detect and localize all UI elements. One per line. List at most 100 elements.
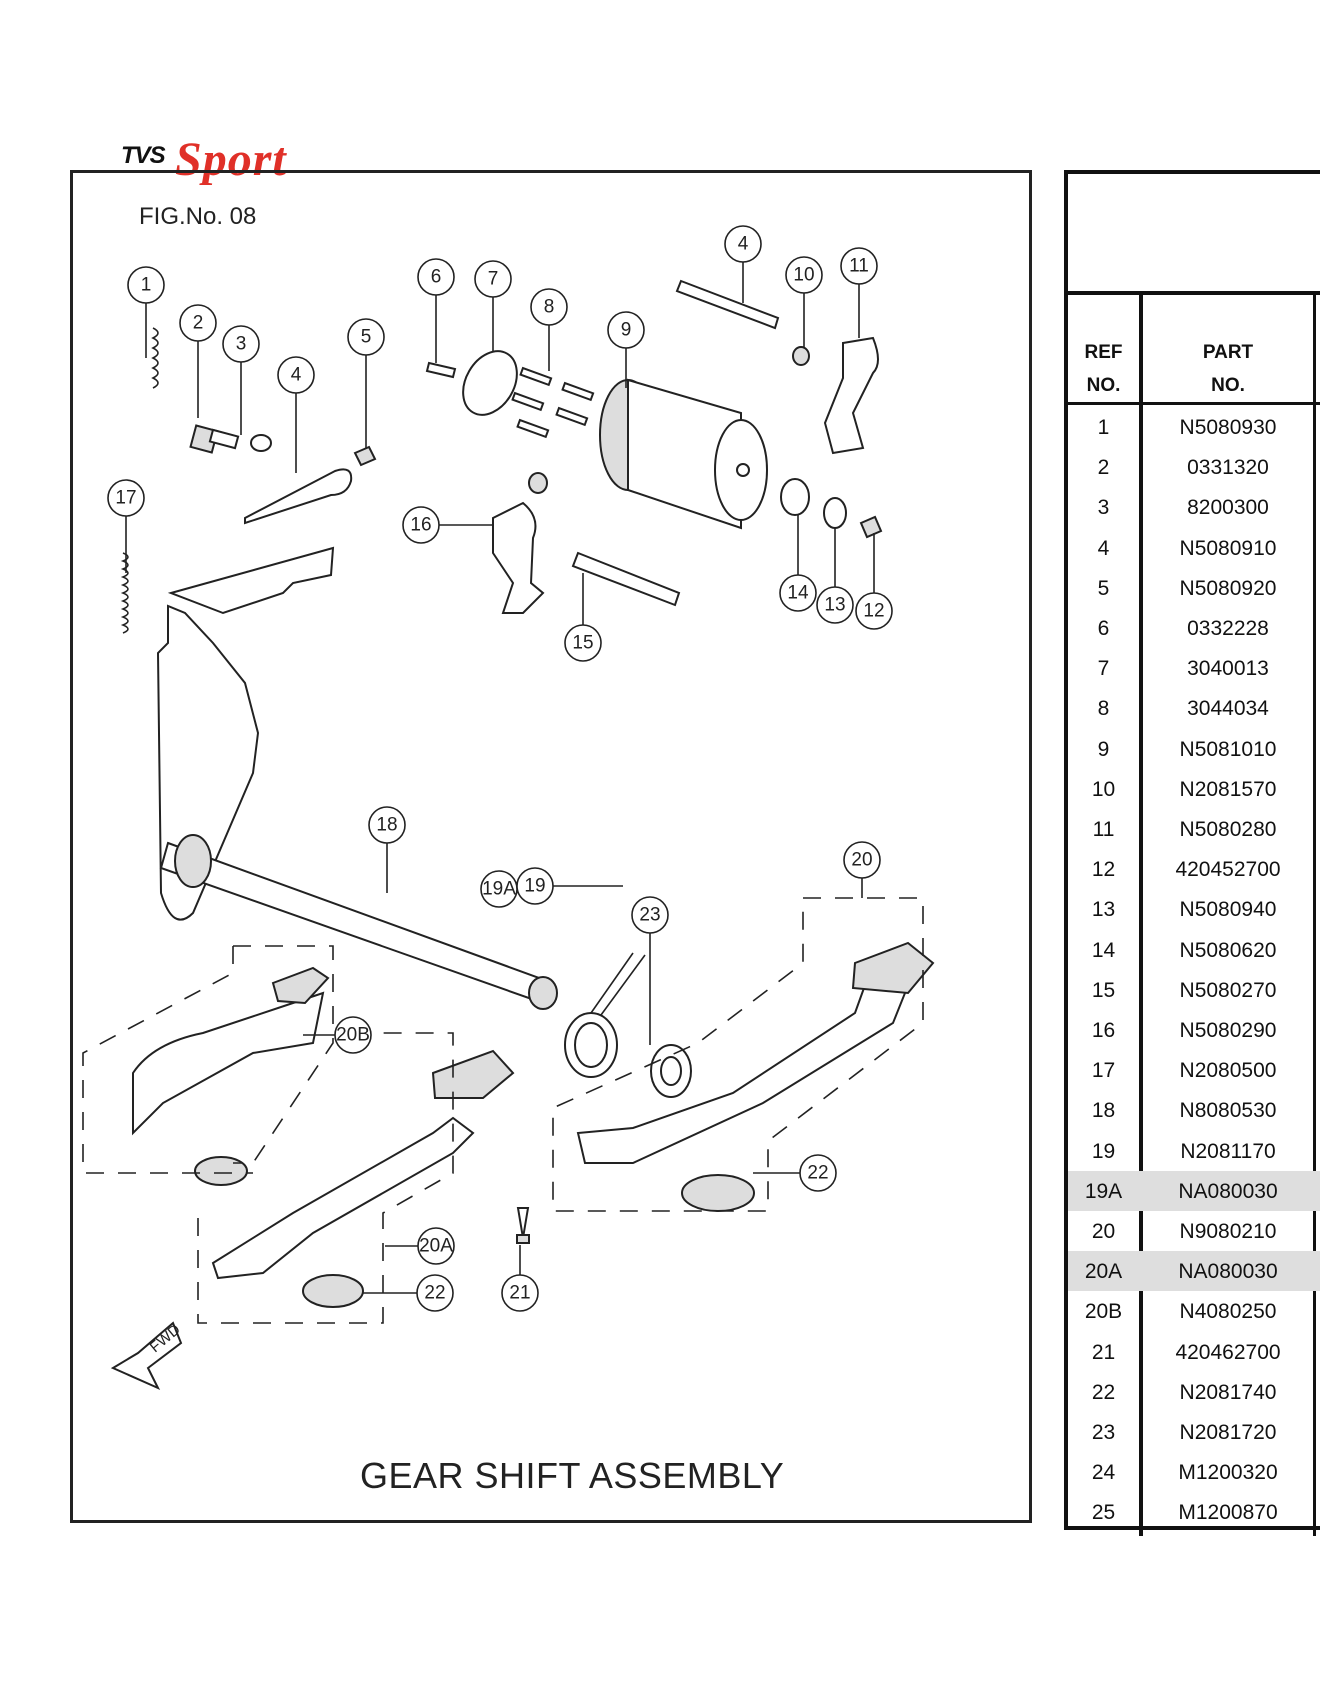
- callout-6: 6: [417, 258, 455, 296]
- part-no-cell: N2081570: [1179, 777, 1277, 801]
- svg-text:11: 11: [849, 256, 869, 277]
- ref-no-cell: 7: [1097, 657, 1110, 681]
- part-no-cell: 0332228: [1187, 617, 1269, 640]
- svg-text:4: 4: [291, 365, 302, 386]
- washer-3: [250, 434, 272, 452]
- svg-text:22: 22: [807, 1163, 828, 1184]
- ref-no-cell: 10: [1091, 777, 1116, 801]
- part-no-cell: N5080270: [1179, 978, 1277, 1002]
- table-row: 21 420462700: [1068, 1332, 1320, 1372]
- part-no-cell: N2080500: [1179, 1059, 1277, 1083]
- fork-11: [823, 336, 879, 455]
- logo-model-text: Sport: [175, 133, 287, 186]
- callouts: 1 2 3 4 4 5 6 7 8 9 10 11 12 13 14 15 16…: [107, 225, 893, 1312]
- header-ref-line1: REF: [1084, 342, 1123, 363]
- svg-text:13: 13: [824, 595, 845, 616]
- ref-no-cell: 21: [1091, 1340, 1116, 1364]
- ref-no-cell: 6: [1097, 617, 1110, 640]
- part-no-cell: N9080210: [1179, 1220, 1277, 1243]
- table-row: 3 8200300: [1068, 487, 1320, 527]
- ref-no-cell: 5: [1097, 576, 1110, 600]
- part-no-cell: N2081170: [1180, 1139, 1276, 1163]
- pedal-20a: [211, 1116, 475, 1280]
- callout-22: 22: [799, 1154, 837, 1192]
- part-drawings: FWD: [110, 279, 935, 1391]
- callout-12: 12: [855, 592, 893, 630]
- callout-21: 21: [501, 1274, 539, 1312]
- plate-7: [462, 350, 518, 416]
- dashed-groups: [82, 897, 924, 1324]
- ref-no-cell: 25: [1091, 1501, 1116, 1525]
- ref-no-cell: 1: [1097, 416, 1110, 439]
- callout-18: 18: [368, 806, 406, 844]
- table-row: 25 M1200870: [1068, 1492, 1320, 1532]
- table-row: 6 0332228: [1068, 608, 1320, 648]
- callout-13: 13: [816, 586, 854, 624]
- svg-text:21: 21: [509, 1283, 530, 1304]
- assembly-title: GEAR SHIFT ASSEMBLY: [360, 1455, 785, 1496]
- svg-text:7: 7: [488, 269, 499, 290]
- callout-7: 7: [474, 260, 512, 298]
- part-no-cell: M1200320: [1178, 1461, 1278, 1485]
- callout-23: 23: [631, 896, 669, 934]
- table-row: 10 N2081570: [1068, 769, 1320, 809]
- ref-no-cell: 12: [1091, 858, 1116, 882]
- washer-13: [823, 497, 847, 529]
- pedal-20b: [132, 991, 325, 1136]
- svg-text:5: 5: [361, 327, 372, 348]
- svg-text:2: 2: [193, 313, 204, 334]
- svg-text:23: 23: [639, 905, 660, 926]
- ref-no-cell: 16: [1091, 1019, 1116, 1042]
- part-no-cell: 0331320: [1187, 456, 1269, 480]
- part-no-cell: 420462700: [1175, 1340, 1281, 1364]
- callout-17: 17: [107, 479, 145, 517]
- callout-14: 14: [779, 574, 817, 612]
- svg-text:18: 18: [376, 815, 397, 836]
- ref-no-cell: 14: [1091, 938, 1116, 962]
- callout-4-top: 4: [724, 225, 762, 263]
- part-no-cell: 8200300: [1187, 496, 1269, 520]
- callout-3: 3: [222, 325, 260, 363]
- ref-no-cell: 15: [1091, 978, 1116, 1002]
- svg-text:10: 10: [793, 265, 814, 286]
- bolt-21: [516, 1207, 530, 1239]
- svg-text:20A: 20A: [419, 1236, 453, 1257]
- callout-20a: 20A: [417, 1227, 455, 1265]
- bolt-5: [353, 445, 377, 467]
- ref-no-cell: 24: [1091, 1461, 1116, 1485]
- svg-text:19: 19: [524, 876, 545, 897]
- washer-14: [780, 478, 810, 516]
- ref-no-cell: 11: [1092, 818, 1115, 841]
- svg-text:22: 22: [424, 1283, 445, 1304]
- brand-logo: TVS Sport: [115, 133, 395, 188]
- callout-11: 11: [840, 247, 878, 285]
- callout-16: 16: [402, 506, 440, 544]
- svg-text:20B: 20B: [336, 1025, 370, 1046]
- shaft-18: [159, 841, 555, 1005]
- ref-no-cell: 23: [1091, 1421, 1116, 1444]
- part-no-cell: N2081720: [1179, 1421, 1277, 1444]
- callout-5: 5: [347, 318, 385, 356]
- figure-frame: [70, 170, 1032, 1523]
- ref-no-cell: 9: [1097, 737, 1110, 761]
- part-no-cell: N2081740: [1179, 1380, 1277, 1404]
- table-row: 23 N2081720: [1068, 1412, 1320, 1452]
- svg-text:16: 16: [410, 515, 431, 536]
- ref-no-cell: 8: [1097, 697, 1110, 721]
- part-no-cell: M1200870: [1178, 1501, 1278, 1525]
- nut-10: [792, 346, 810, 366]
- callout-19a: 19A: [480, 870, 518, 908]
- callout-22b: 22: [416, 1274, 454, 1312]
- svg-text:9: 9: [621, 320, 632, 341]
- ref-no-cell: 22: [1091, 1380, 1116, 1404]
- ref-no-cell: 3: [1097, 496, 1110, 520]
